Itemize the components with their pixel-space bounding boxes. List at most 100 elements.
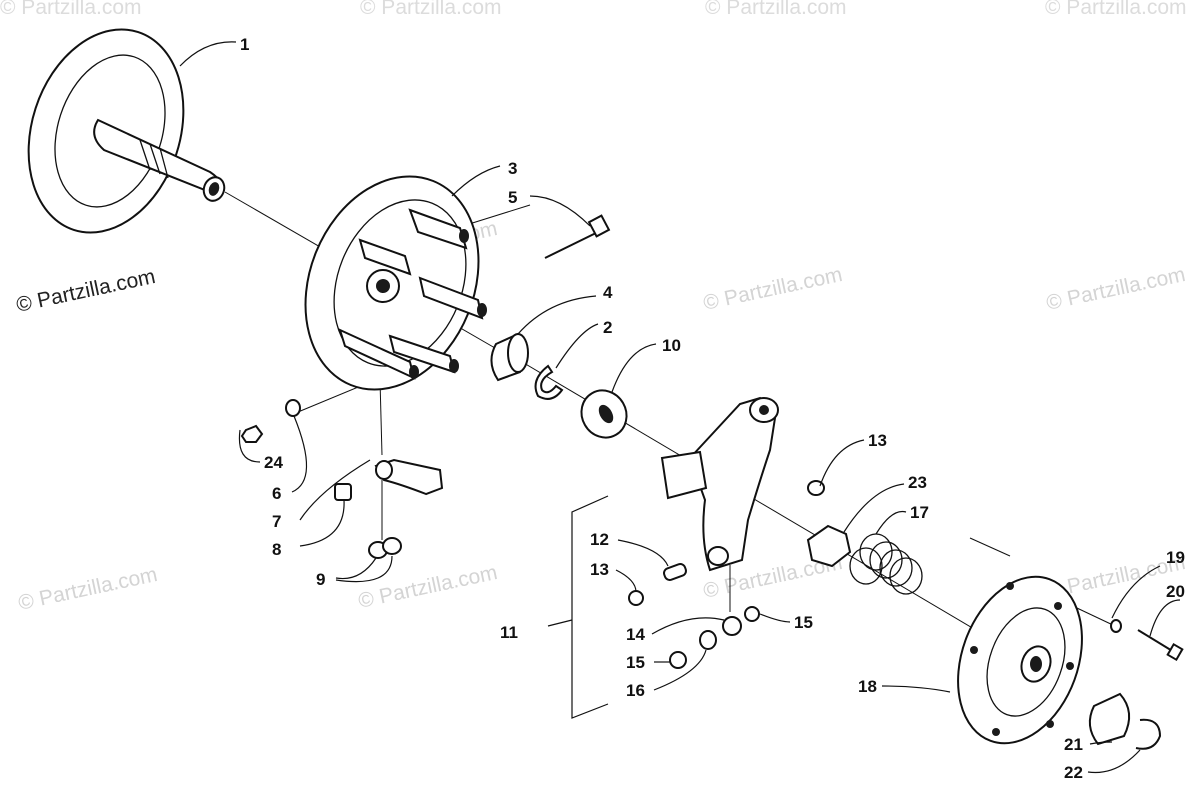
washer-9b [382, 537, 402, 555]
washer-part-15a [744, 606, 760, 622]
leader-17 [875, 510, 907, 535]
watermark-top-4: © Partzilla.com [1045, 0, 1187, 19]
axis-line-pin [379, 379, 383, 456]
cap-screw-part-5 [544, 214, 611, 259]
watermark-main: © Partzilla.com [14, 265, 157, 317]
callout-22: 22 [1064, 763, 1083, 782]
shaft-bore-hole [208, 182, 220, 196]
bushing-ring-parts-21-22 [1088, 692, 1162, 750]
housing-tower-3 [418, 276, 484, 320]
cam-arm-boss [375, 460, 393, 480]
watermark-faint-2: © Partzilla.com [701, 263, 844, 315]
leader-21 [1089, 741, 1113, 745]
leader-22 [1087, 749, 1141, 774]
cover-inner [986, 607, 1066, 717]
watermark-faint-3: © Partzilla.com [1044, 263, 1187, 315]
roller-part-14 [722, 616, 742, 636]
bushing-part-4 [490, 332, 529, 382]
snap-ring-part-22 [1135, 718, 1162, 750]
bushing-end [507, 333, 529, 373]
bolt-shank-part-20 [1137, 629, 1175, 653]
leader-20 [1149, 599, 1181, 637]
shaft-threads [139, 139, 169, 179]
spring-coil-2 [869, 541, 903, 579]
leader-3 [451, 165, 501, 197]
leader-13a [819, 439, 865, 487]
leader-23 [843, 483, 905, 533]
pin-part-12 [663, 563, 687, 581]
callout-23: 23 [908, 473, 927, 492]
washers-part-9 [368, 537, 402, 559]
bolt-parts-19-20 [1110, 619, 1184, 662]
callout-2: 2 [603, 318, 612, 337]
callout-19: 19 [1166, 548, 1185, 567]
callout-24: 24 [264, 453, 283, 472]
snap-ring-part-2 [534, 364, 564, 400]
washer-part-15b [669, 651, 687, 669]
fixed-sheave-part-1 [27, 28, 226, 234]
callout-16: 16 [626, 681, 645, 700]
axis-line-spider [969, 537, 1011, 557]
screw-head [587, 214, 611, 238]
washer-hole [598, 404, 614, 424]
spider-assembly-part-11 [628, 396, 825, 669]
leader-9 [335, 555, 393, 583]
housing-tower-1 [408, 208, 468, 250]
callout-13a: 13 [868, 431, 887, 450]
leader-16 [653, 649, 707, 691]
hex-nut [240, 424, 264, 443]
flat-washer [285, 399, 301, 417]
leader-lines [179, 41, 1181, 774]
spring-part-17 [849, 533, 923, 595]
leader-14 [651, 617, 725, 635]
leader-13b [615, 569, 637, 593]
callout-18: 18 [858, 677, 877, 696]
button-part-13b [628, 590, 644, 606]
callout-8: 8 [272, 540, 281, 559]
cover-bolt-hole-1 [1006, 582, 1014, 590]
cover-outer [957, 575, 1083, 745]
callout-15b: 15 [626, 653, 645, 672]
spider-arm-bore [759, 405, 769, 415]
callout-9: 9 [316, 570, 325, 589]
cover-part-18 [957, 575, 1083, 745]
screw-shank [544, 231, 599, 259]
callout-14: 14 [626, 625, 645, 644]
leader-15a [759, 613, 791, 623]
callout-17: 17 [910, 503, 929, 522]
leader-11 [547, 619, 573, 627]
spider-arm-foot [660, 450, 708, 500]
spider-arm-body [688, 396, 777, 572]
tower-hole-1 [459, 229, 469, 243]
leader-19 [1111, 565, 1161, 619]
leader-18 [881, 685, 951, 693]
sheave-inner-ring [54, 54, 166, 208]
callout-13b: 13 [590, 560, 609, 579]
tower-hole-4 [449, 359, 459, 373]
watermark-faint-4: © Partzilla.com [16, 563, 159, 615]
leader-2 [555, 323, 599, 369]
callout-6: 6 [272, 484, 281, 503]
tower-hole-3 [409, 365, 419, 379]
callout-3: 3 [508, 159, 517, 178]
callout-10: 10 [662, 336, 681, 355]
group-bracket-part-11 [571, 495, 609, 719]
cover-bolt-hole-3 [1066, 662, 1074, 670]
lock-washer-part-19 [1110, 619, 1122, 633]
callout-5: 5 [508, 188, 517, 207]
cover-bolt-hole-6 [970, 646, 978, 654]
cover-hub-bore [1030, 656, 1042, 672]
cover-bolt-hole-5 [992, 728, 1000, 736]
watermark-top-1: © Partzilla.com [0, 0, 142, 19]
callout-11: 11 [500, 623, 518, 642]
leader-7 [299, 459, 371, 521]
callout-20: 20 [1166, 582, 1185, 601]
callout-12: 12 [590, 530, 609, 549]
leader-10 [611, 343, 657, 393]
spring-coil-3 [879, 549, 913, 587]
hex-nut-part-23 [806, 524, 852, 568]
cam-arm-parts-7-8 [334, 458, 444, 501]
leader-12 [617, 539, 669, 567]
cover-bolt-hole-4 [1046, 720, 1054, 728]
